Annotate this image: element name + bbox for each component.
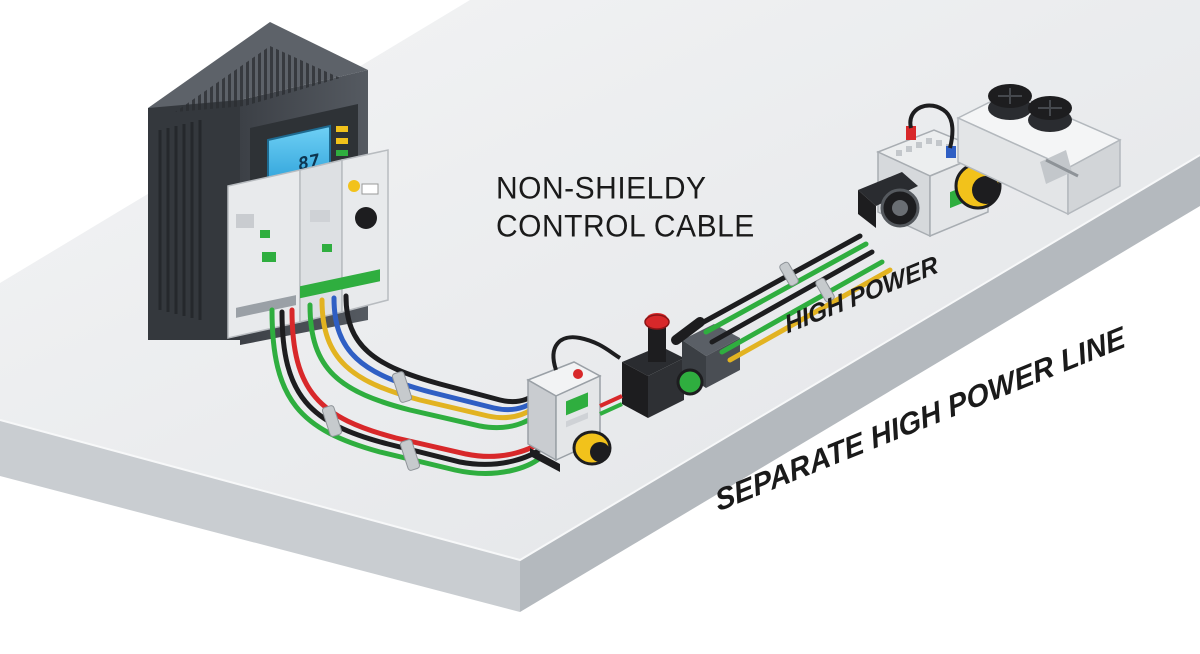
- hp-wire-black-1: [697, 233, 863, 327]
- power-coupling: [671, 317, 740, 396]
- cable-clips: [321, 371, 421, 471]
- module-knob: [355, 207, 377, 229]
- din-modules: [227, 149, 389, 339]
- cabinet-side: [148, 88, 240, 340]
- cabinet-top-vents: [175, 46, 340, 112]
- hp-wire-yellow: [727, 267, 893, 363]
- hp-wire-green-1: [703, 241, 869, 335]
- hp-wire-black-2: [709, 249, 875, 345]
- hp-cable-clips: [779, 261, 835, 303]
- hp-wire-green-2: [719, 259, 885, 355]
- cabinet-side-vents: [158, 120, 202, 320]
- emergency-stop-button: [644, 314, 670, 330]
- control-cable-label: NON-SHIELDY CONTROL CABLE: [496, 170, 755, 246]
- power-knobs: [988, 84, 1072, 132]
- platform-right-edge: [520, 155, 1200, 612]
- relay-block: [599, 313, 684, 418]
- platform-edge-highlight: [0, 154, 1200, 562]
- high-power-cables: [697, 233, 893, 363]
- junction-box: [526, 335, 622, 472]
- power-supply-unit: [956, 84, 1122, 216]
- wire-black-1: [279, 309, 545, 467]
- wire-green-2: [307, 302, 541, 431]
- control-cable-label-line2: CONTROL CABLE: [496, 209, 755, 244]
- control-cabinet: 87: [148, 22, 389, 345]
- platform-front-edge: [0, 420, 520, 612]
- wire-red: [289, 307, 547, 459]
- control-cable-label-line1: NON-SHIELDY: [496, 171, 707, 206]
- wire-green-1: [269, 307, 543, 476]
